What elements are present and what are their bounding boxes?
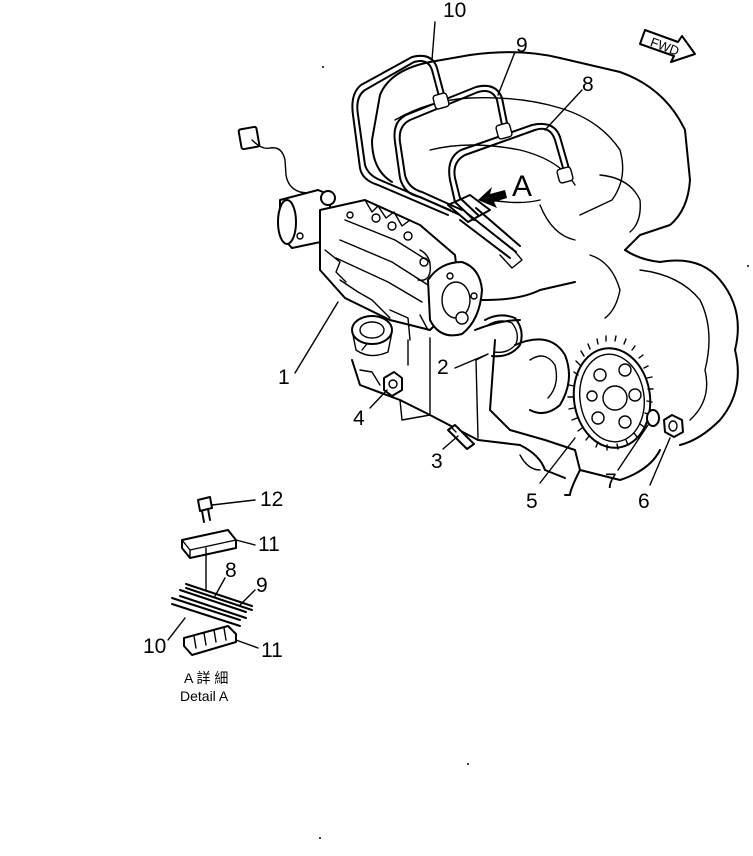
- injection-pump: [277, 189, 483, 357]
- scan-dot: [467, 763, 469, 765]
- detail-callout-8: 8: [225, 559, 237, 582]
- callout-5: 5: [526, 490, 538, 513]
- scan-dot: [322, 66, 324, 68]
- leader-lines: [294, 21, 671, 486]
- detail-callout-11-top: 11: [258, 533, 280, 556]
- injection-pipes: [351, 54, 574, 269]
- callout-2: 2: [437, 356, 449, 379]
- detail-caption-en: Detail A: [180, 688, 229, 704]
- callout-7: 7: [605, 470, 617, 493]
- callout-10: 10: [443, 0, 466, 22]
- stud-bolt: [447, 424, 475, 450]
- o-ring: [484, 314, 523, 358]
- sensor-connector: [237, 125, 321, 196]
- callout-8: 8: [582, 73, 594, 96]
- callout-1: 1: [278, 366, 290, 389]
- pump-nut: [383, 371, 403, 397]
- detail-callout-12: 12: [260, 488, 283, 511]
- callout-6: 6: [638, 490, 650, 513]
- detail-callout-9: 9: [256, 574, 268, 597]
- detail-a-drawing: [167, 496, 259, 656]
- gear-nut: [663, 414, 684, 438]
- drive-gear: [567, 335, 654, 451]
- fwd-arrow-icon: FWD: [639, 29, 696, 63]
- view-marker-a: A: [512, 170, 532, 203]
- fwd-label: FWD: [648, 34, 681, 58]
- lock-washer: [646, 409, 660, 427]
- detail-callout-11-bottom: 11: [261, 639, 283, 662]
- scan-dot: [747, 265, 749, 267]
- callout-3: 3: [431, 450, 443, 473]
- detail-callout-10: 10: [143, 635, 166, 658]
- view-a-arrow-icon: [478, 187, 507, 208]
- detail-caption-jp: A 詳 細: [184, 670, 228, 686]
- callout-9: 9: [516, 34, 528, 57]
- callout-4: 4: [353, 407, 365, 430]
- scan-dot: [319, 837, 321, 839]
